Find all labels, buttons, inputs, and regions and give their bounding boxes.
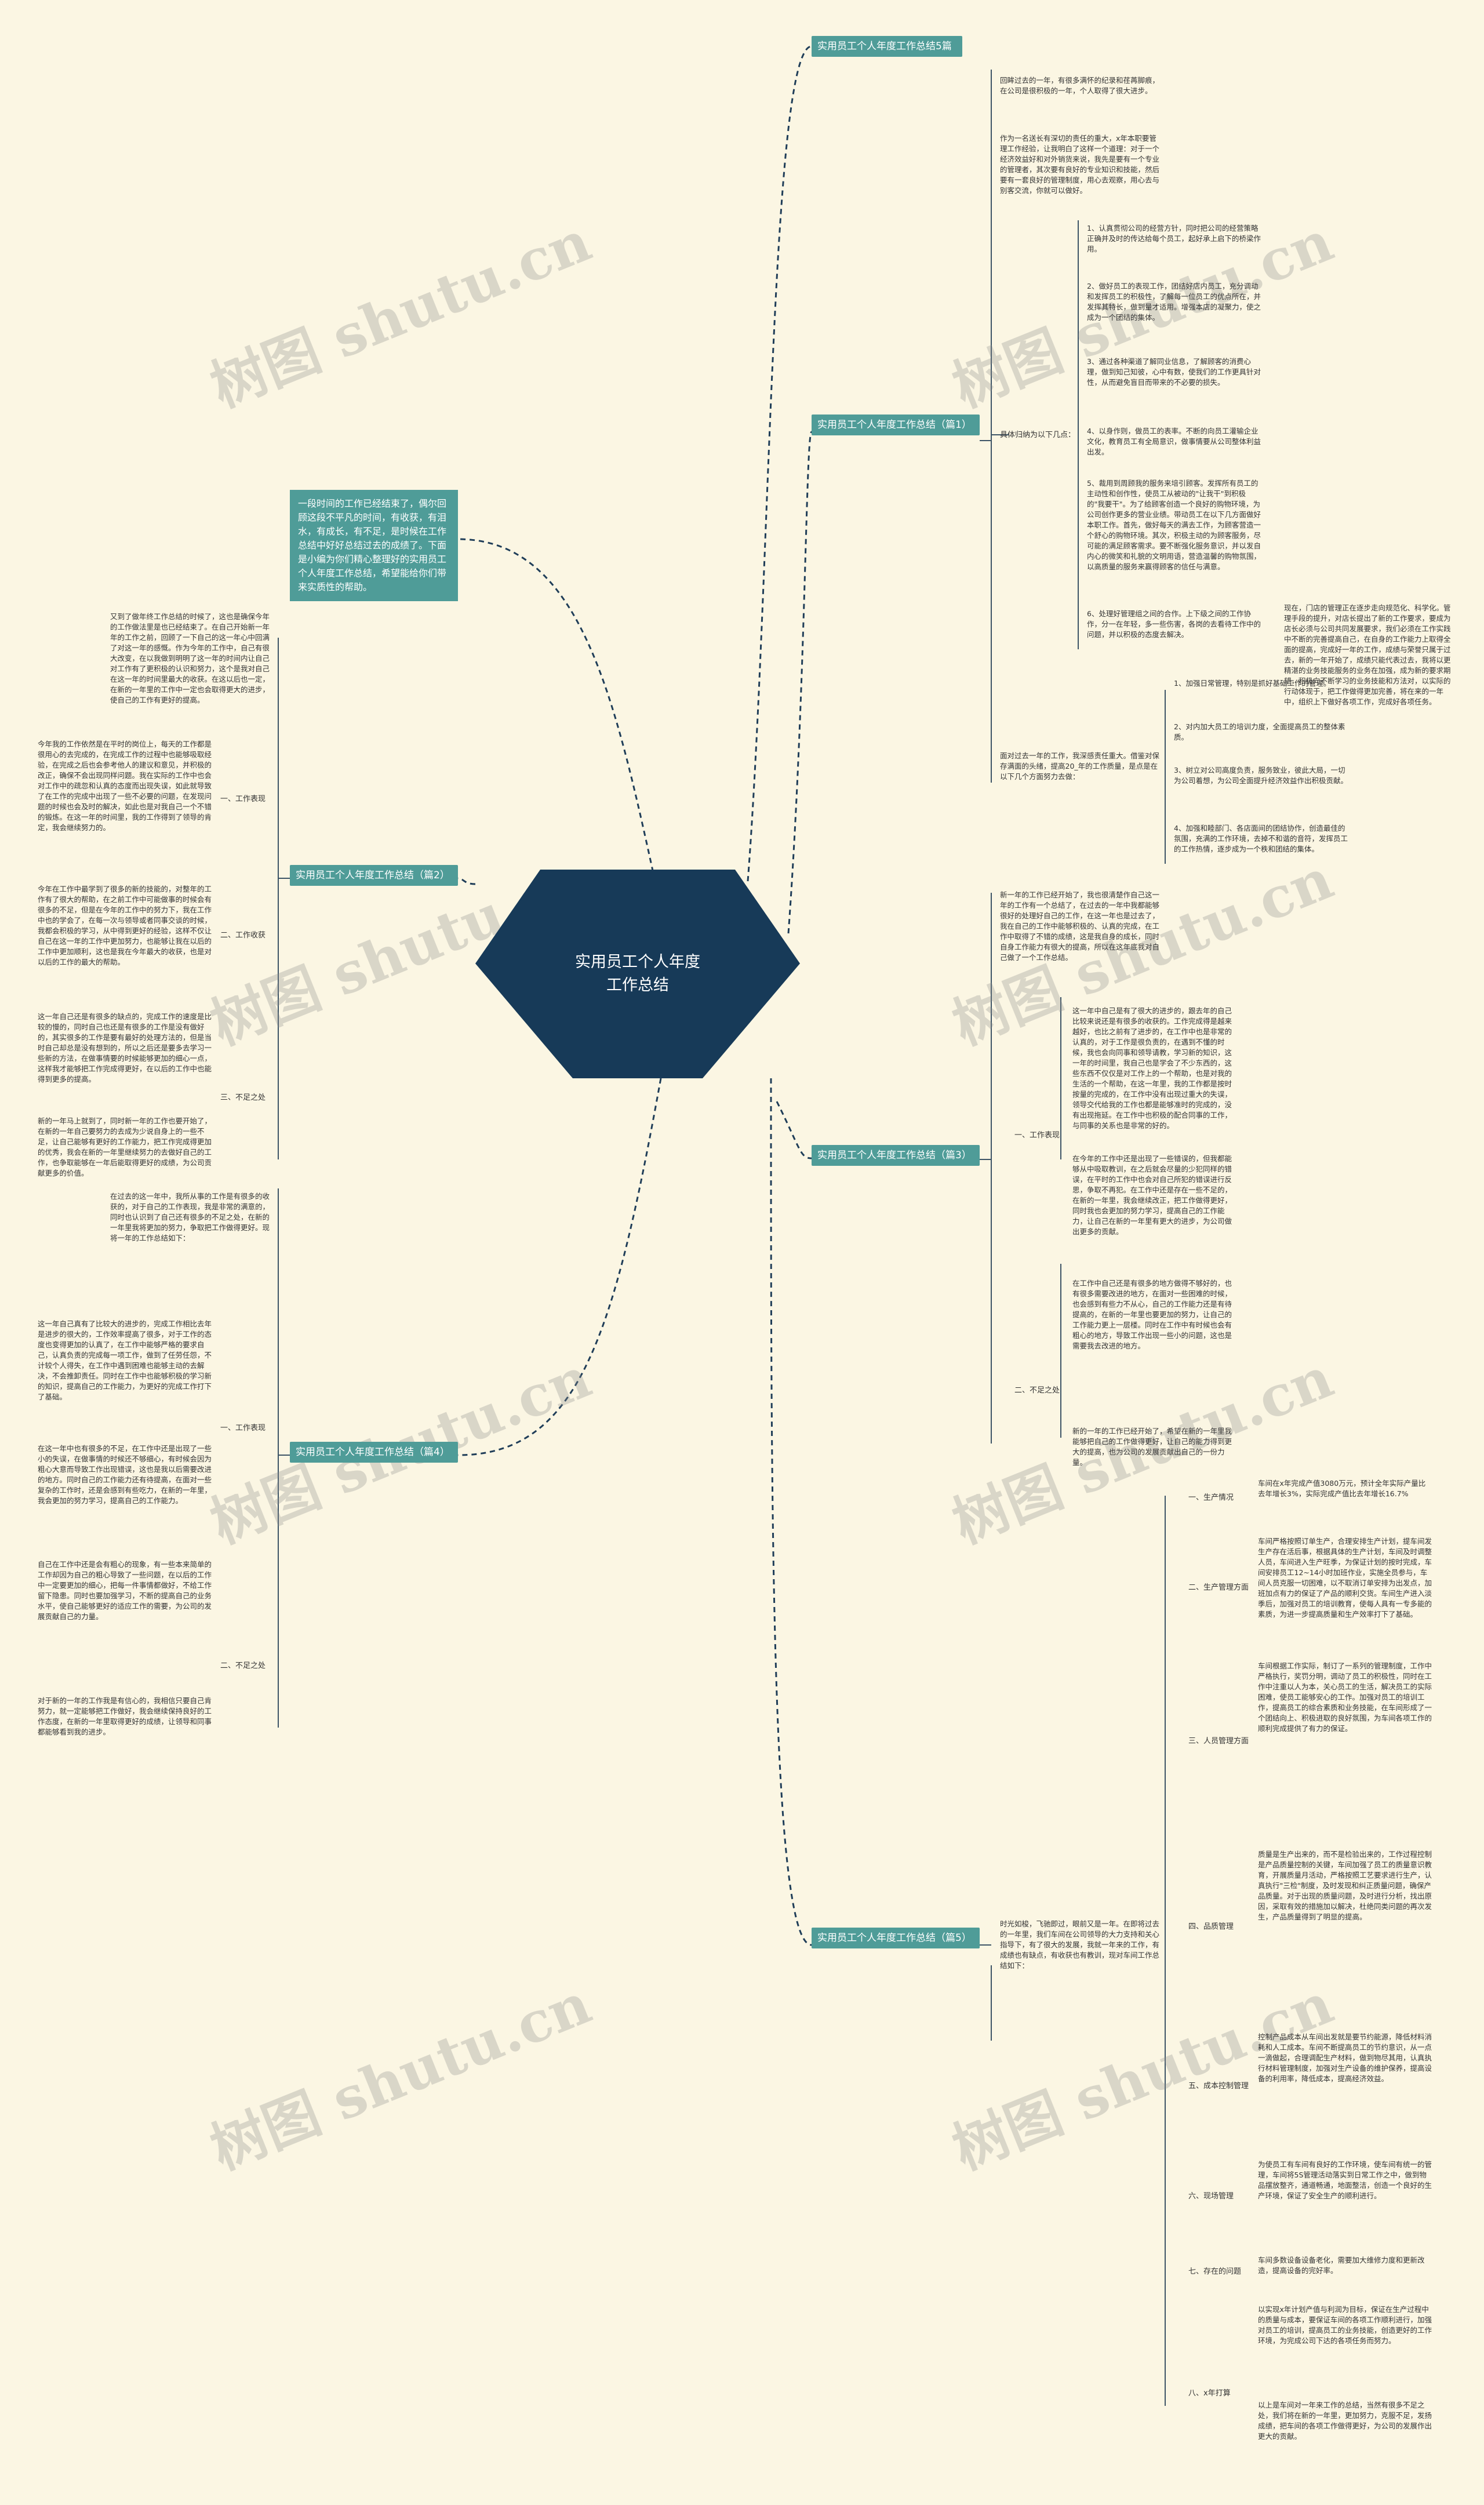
connector-center-b1 [787,431,813,934]
p1-summary-label: 具体归纳为以下几点： [1000,431,1076,439]
branch-article-3[interactable]: 实用员工个人年度工作总结（篇3） [812,1145,980,1166]
p5-site: 为使员工有车间有良好的工作环境，使车间有统一的管理，车间将5S管理活动落实到日常… [1258,2160,1432,2200]
p3-intro: 新一年的工作已经开始了，我也很清楚作自己这一年的工作有一个总结了，在过去的一年中… [1000,890,1160,962]
branch-article-2[interactable]: 实用员工个人年度工作总结（篇2） [290,865,458,886]
p1-point-1: 1、认真贯彻公司的经营方针，同时把公司的经营策略正确并及时的传达给每个员工，起好… [1087,224,1261,253]
center-title: 实用员工个人年度工作总结 [575,953,700,994]
p1-opening: 回眸过去的一年，有很多满怀的纪录和荏苒脚痕，在公司是很积极的一年，个人取得了很大… [1000,76,1160,95]
p2-shortcomings: 这一年自己还是有很多的缺点的，完成工作的速度是比较的慢的，同时自己也还是有很多的… [38,1012,212,1084]
p5-label-quality: 四、品质管理 [1188,1922,1234,1931]
p1-point-6-detail: 现在，门店的管理正在逐步走向规范化、科学化。管理手段的提升，对店长提出了新的工作… [1284,603,1451,706]
p5-label-cost: 五、成本控制管理 [1188,2082,1249,2090]
tree-p5 [980,1944,992,2041]
p5-intro: 时光如梭，飞驰即过，眼前又是一年。在即将过去的一年里，我们车间在公司领导的大力支… [1000,1919,1160,1970]
p5-personnel: 车间根据工作实际，制订了一系列的管理制度，工作中严格执行，奖罚分明，调动了员工的… [1258,1661,1432,1733]
connector-center-b2 [457,877,476,885]
branch-article-5[interactable]: 实用员工个人年度工作总结（篇5） [812,1928,980,1948]
p3-label-performance: 一、工作表现 [1014,1131,1060,1140]
p2-label-performance: 一、工作表现 [220,795,266,804]
p4-closing: 对于新的一年的工作我是有信心的，我相信只要自己肯努力，就一定能够把工作做好，我会… [38,1696,212,1736]
p3-closing: 新的一年的工作已经开始了，希望在新的一年里我能够把自己的工作做得更好，让自己的能… [1072,1427,1232,1467]
tree-p1 [980,70,992,783]
p1-point-6: 6、处理好管理组之间的合作。上下级之间的工作协作，分一在年轻，多一些伤害，各岗的… [1087,609,1261,639]
p2-label-shortcomings: 三、不足之处 [220,1093,266,1102]
p5-closing: 以上是车间对一年来工作的总结，当然有很多不足之处，我们将在新的一年里，更加努力，… [1258,2401,1432,2441]
p5-label-plan: 八、x年打算 [1188,2389,1231,2398]
p2-performance: 今年我的工作依然是在平时的岗位上，每天的工作都是很用心的去完成的，在完成工作的过… [38,740,212,832]
p3-shortcomings: 在工作中自己还是有很多的地方做得不够好的，也有很多需要改进的地方，在面对一些困难… [1072,1279,1232,1350]
p4-label-shortcomings: 二、不足之处 [220,1661,266,1670]
p2-intro: 又到了做年终工作总结的时候了，这也是确保今年的工作做法里是也已经结束了。在自己开… [110,612,270,704]
p1-point-2: 2、做好员工的表现工作，团结好店内员工，充分调动和发挥员工的积极性，了解每一位员… [1087,282,1261,322]
p2-gains: 今年在工作中最学到了很多的新的技能的，对整年的工作有了很大的帮助，在之前工作中可… [38,885,212,966]
p5-label-personnel: 三、人员管理方面 [1188,1737,1249,1746]
p1-plan-2: 2、对内加大员工的培训力度，全面提高员工的整体素质。 [1174,722,1345,741]
p5-production: 车间在x年完成产值3080万元，预计全年实际产量比去年增长3%，实际完成产值比去… [1258,1479,1426,1498]
connector-center-b5 [770,1078,812,1946]
connector-center-b0 [747,45,812,882]
p1-point-3: 3、通过各种渠道了解同业信息，了解顾客的消费心理，做到知己知彼，心中有数，使我们… [1087,357,1261,387]
p5-production-mgmt: 车间严格按照订单生产，合理安排生产计划，提车间发生产存在活后事，根据具体的生产计… [1258,1537,1432,1619]
branch-overview[interactable]: 实用员工个人年度工作总结5篇 [812,36,962,57]
p2-closing: 新的一年马上就到了，同时新一年的工作也要开始了，在新的一年自己要努力的去成为少说… [38,1117,212,1177]
p4-performance: 这一年自己真有了比较大的进步的，完成工作相比去年是进步的很大的，工作效率提高了很… [38,1319,212,1401]
p4-intro: 在过去的这一年中，我所从事的工作是有很多的收获的，对于自己的工作表现，我是非常的… [110,1192,270,1242]
p5-label-production: 一、生产情况 [1188,1493,1234,1502]
p1-point-5: 5、裁用到周顾我的服务来培引顾客。发挥所有员工的主动性和创作性，使员工从被动的"… [1087,479,1261,571]
tree-p3 [980,893,992,1444]
p1-plan-4: 4、加强和睦部门、各店面间的团结协作，创造最佳的氛围，充满的工作环境，去掉不和谐… [1174,824,1348,853]
p1-closing-lead: 面对过去一年的工作，我深感责任重大。借鉴对保存满面的头绪，提高20_年的工作质量… [1000,751,1160,781]
p3-label-shortcomings: 二、不足之处 [1014,1386,1060,1395]
p5-cost: 控制产品成本从车间出发就是要节约能源，降低材料消耗和人工成本。车间不断提高员工的… [1258,2033,1432,2083]
intro-node[interactable]: 一段时间的工作已经结束了，偶尔回顾这段不平凡的时间，有收获，有泪水，有成长，有不… [290,490,458,601]
p3-performance-2: 在今年的工作中还是出现了一些错误的，但我都能够从中吸取教训，在之后就会尽量的少犯… [1072,1154,1232,1236]
tree-p1-sub [991,220,1079,649]
branch-article-1[interactable]: 实用员工个人年度工作总结（篇1） [812,415,980,435]
p1-plan-1: 1、加强日常管理，特别是抓好基础工作的管理。 [1174,679,1331,688]
p2-label-gains: 二、工作收获 [220,931,266,940]
p4-performance-2: 在这一年中也有很多的不足，在工作中还是出现了一些小的失误，在做事情的时候还不够细… [38,1444,212,1505]
p1-point-4: 4、以身作则，做员工的表率。不断的向员工灌输企业文化，教育员工有全局意识，做事情… [1087,427,1261,456]
branch-article-4[interactable]: 实用员工个人年度工作总结（篇4） [290,1442,458,1463]
p5-quality: 质量是生产出来的，而不是检验出来的，工作过程控制是产品质量控制的关键，车间加强了… [1258,1850,1432,1921]
p1-paragraph: 作为一名送长有深切的责任的重大，x年本职要管理工作经验，让我明白了这样一个道理：… [1000,134,1160,195]
connector-center-intro [457,538,656,882]
p4-shortcomings: 自己在工作中还是会有粗心的现象，有一些本来简单的工作却因为自己的粗心导致了一些问… [38,1560,212,1621]
p4-label-performance: 一、工作表现 [220,1424,266,1433]
connector-center-b3 [776,1101,812,1159]
p1-plan-3: 3、树立对公司高度负责，服务致业，彼此大局，一切为公司着想，为公司全面提升经济效… [1174,766,1348,785]
p5-issues: 车间多数设备设备老化，需要加大维修力度和更新改造，提高设备的完好率。 [1258,2256,1425,2275]
tree-p4 [278,1188,290,1728]
p5-plan: 以实现x年计划产值与利润为目标，保证在生产过程中的质量与成本，要保证车间的各项工… [1258,2305,1432,2345]
connector-center-b4 [457,1078,662,1456]
p3-performance: 这一年中自己是有了很大的进步的，跟去年的自己比较来说还是有很多的收获的。工作完成… [1072,1006,1232,1130]
p5-label-production-mgmt: 二、生产管理方面 [1188,1583,1249,1592]
p5-label-issues: 七、存在的问题 [1188,2267,1242,2276]
p5-label-site: 六、现场管理 [1188,2192,1234,2201]
tree-p2 [278,638,290,1159]
